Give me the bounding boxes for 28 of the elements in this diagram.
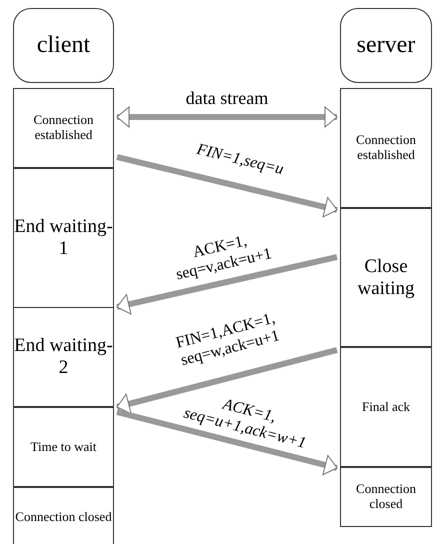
state-box (340, 208, 432, 347)
lifeline-header (340, 8, 432, 83)
state-text: Connection closed (15, 510, 112, 524)
state-box (13, 487, 114, 544)
state-text: End waiting-2 (14, 335, 113, 379)
state-text: Connection established (32, 113, 94, 143)
state-text: client (36, 32, 90, 60)
state-box (340, 347, 432, 467)
state-text: Close waiting (356, 256, 416, 300)
state-text: Connection established (355, 133, 417, 163)
state-text: End waiting-1 (14, 216, 113, 260)
message-arrow (116, 154, 338, 218)
state-text: Time to wait (30, 440, 96, 454)
message-arrow (116, 347, 338, 414)
state-box (13, 168, 114, 308)
state-box (340, 467, 432, 527)
state-text: server (356, 32, 416, 60)
state-box (13, 307, 114, 407)
state-text: Final ack (362, 400, 410, 414)
state-box (340, 88, 432, 208)
message-arrow (116, 254, 338, 315)
lifeline-header (13, 8, 114, 83)
message-arrow (116, 106, 338, 128)
edge-label: data stream (184, 86, 270, 110)
state-text: Connection closed (355, 482, 417, 512)
state-box (13, 88, 114, 168)
state-box (13, 407, 114, 487)
message-arrow (116, 409, 338, 476)
